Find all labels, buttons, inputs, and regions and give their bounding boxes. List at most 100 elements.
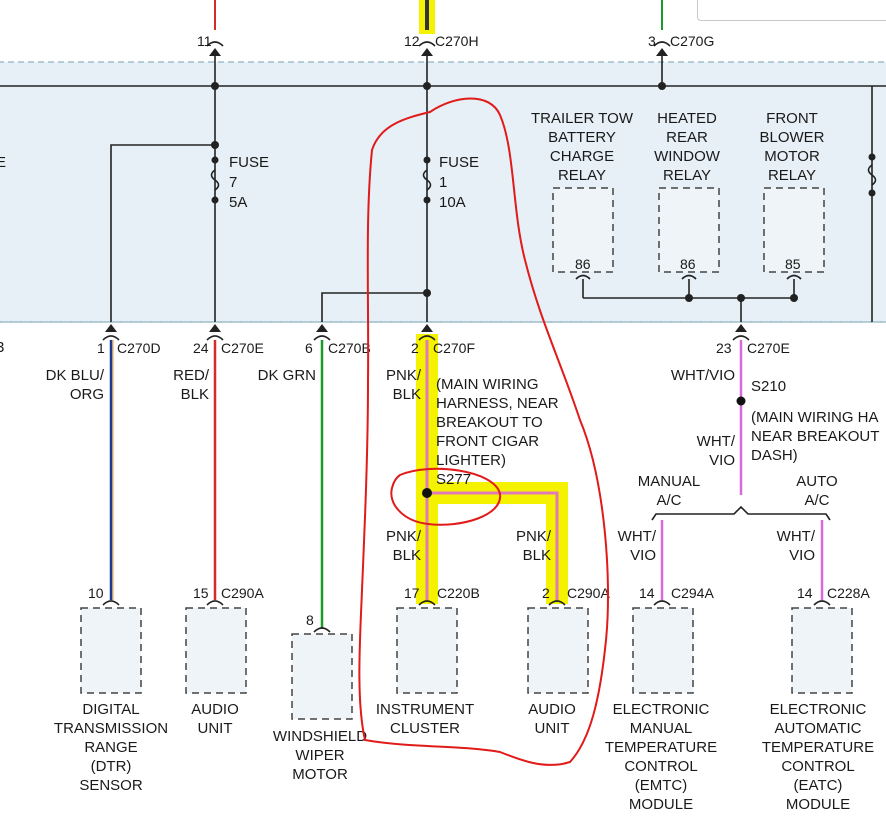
wire-color-label: VIO [709, 452, 735, 469]
connector-bottom-c290a-2: 2 C290A [542, 585, 610, 606]
relay-name-line: MOTOR [764, 148, 820, 165]
wire-color-label: WHT/ [777, 528, 816, 545]
harness-note-line: NEAR BREAKOUT [751, 428, 879, 445]
connector-id: C270E [221, 340, 264, 356]
connector-id: C228A [827, 585, 870, 601]
component-emtc-module [632, 607, 694, 694]
relay-name-line: HEATED [657, 110, 717, 127]
fuse1-symbol [422, 169, 432, 191]
connector-pin: 11 [197, 33, 212, 49]
harness-note-line: (MAIN WIRING [436, 376, 539, 393]
component-name-line: AUDIO [528, 701, 576, 718]
harness-note-line: DASH) [751, 447, 798, 464]
junction-dot [211, 82, 219, 90]
ac-option-bracket [651, 505, 831, 521]
connector-bottom-c294a: 14 C294A [639, 585, 714, 606]
fuse7-rating: 5A [229, 194, 247, 211]
connector-id: C270E [747, 340, 790, 356]
component-audio-unit-2 [527, 607, 589, 694]
component-name-line: ELECTRONIC [770, 701, 867, 718]
component-name-line: DIGITAL [82, 701, 139, 718]
connector-pin: 8 [306, 612, 314, 628]
relay-name-line: FRONT [766, 110, 818, 127]
component-name-line: CONTROL [781, 758, 854, 775]
fuse7-label: FUSE [229, 154, 269, 171]
connector-pin: 1 [97, 340, 105, 356]
connector-mid-c270b: 6 C270B [305, 324, 371, 356]
harness-note-line: BREAKOUT TO [436, 414, 543, 431]
component-name-line: AUTOMATIC [775, 720, 862, 737]
component-name-line: MODULE [786, 796, 850, 813]
relay-trailer-tow: TRAILER TOW BATTERY CHARGE RELAY 86 [531, 110, 634, 273]
fuse1-label: FUSE [439, 154, 479, 171]
component-name-line: MODULE [629, 796, 693, 813]
top-corner-panel [697, 0, 886, 21]
annotation-freehand-loop [358, 97, 609, 766]
component-instrument-cluster [396, 607, 458, 694]
component-name-line: (EATC) [794, 777, 843, 794]
component-name-audio-2: AUDIO UNIT [528, 701, 576, 737]
right-fuse-pin [868, 189, 876, 197]
wire-color-label: BLK [523, 547, 551, 564]
wire-color-label: VIO [630, 547, 656, 564]
wire-color-label: ORG [70, 386, 104, 403]
component-name-line: TEMPERATURE [762, 739, 874, 756]
connector-top-c270h: 12 C270H [404, 33, 479, 56]
relay-name-line: TRAILER TOW [531, 110, 634, 127]
connector-mid-c270e-23: 23 C270E [716, 324, 790, 356]
connector-pin: 6 [305, 340, 313, 356]
junction-dot [423, 82, 431, 90]
component-name-line: INSTRUMENT [376, 701, 474, 718]
relay-front-blower-motor: FRONT BLOWER MOTOR RELAY 85 [759, 110, 825, 273]
relay-pin-connector [786, 274, 802, 280]
component-name-line: SENSOR [79, 777, 143, 794]
connector-pin: 3 [648, 33, 656, 49]
junction-dot [685, 294, 693, 302]
relay-heated-rear-window: HEATED REAR WINDOW RELAY 86 [654, 110, 721, 273]
component-name-line: TRANSMISSION [54, 720, 168, 737]
component-dtr-sensor [80, 607, 142, 694]
connector-top-c270g: 3 C270G [648, 33, 714, 56]
connector-top-11: 11 [197, 33, 224, 56]
component-name-line: UNIT [198, 720, 233, 737]
connector-id: C270F [433, 340, 475, 356]
ac-option-label: AUTO [796, 473, 837, 490]
wire-color-label: WHT/ [618, 528, 657, 545]
connector-id: C290A [221, 585, 264, 601]
wire-wiper-branch [321, 292, 427, 322]
component-name-line: AUDIO [191, 701, 239, 718]
wire-color-label: PNK/ [386, 528, 422, 545]
fuse1-rating: 10A [439, 194, 466, 211]
connector-pin: 23 [716, 340, 732, 356]
component-name-line: (EMTC) [635, 777, 688, 794]
fuse7-number: 7 [229, 174, 237, 191]
connector-pin: 17 [404, 585, 420, 601]
junction-dot [790, 294, 798, 302]
fuse-relay-panel [0, 61, 886, 323]
junction-dot [658, 82, 666, 90]
component-name-line: MANUAL [630, 720, 693, 737]
left-edge-letter: E [0, 154, 6, 171]
component-name-audio-1: AUDIO UNIT [191, 701, 239, 737]
wire-color-label: VIO [789, 547, 815, 564]
connector-id: C270D [117, 340, 161, 356]
relay-name-line: RELAY [663, 167, 711, 184]
connector-id: C270G [670, 33, 714, 49]
relay-name-line: WINDOW [654, 148, 721, 165]
connector-id: C270B [328, 340, 371, 356]
ac-option-label: A/C [804, 492, 829, 509]
connector-mid-c270f: 2 C270F [411, 324, 475, 356]
fuse1-number: 1 [439, 174, 447, 191]
component-name-line: ELECTRONIC [613, 701, 710, 718]
wire-dtr-branch [110, 144, 215, 322]
component-name-line: (DTR) [91, 758, 132, 775]
connector-pin: 24 [193, 340, 209, 356]
component-wiper-motor [291, 633, 353, 720]
splice-s277-label: S277 [436, 471, 471, 488]
component-eatc-module [791, 607, 853, 694]
connector-pin: 12 [404, 33, 420, 49]
wire-color-label: BLK [393, 386, 421, 403]
relay-name-line: RELAY [768, 167, 816, 184]
wire-wht-vio-split [660, 520, 824, 600]
